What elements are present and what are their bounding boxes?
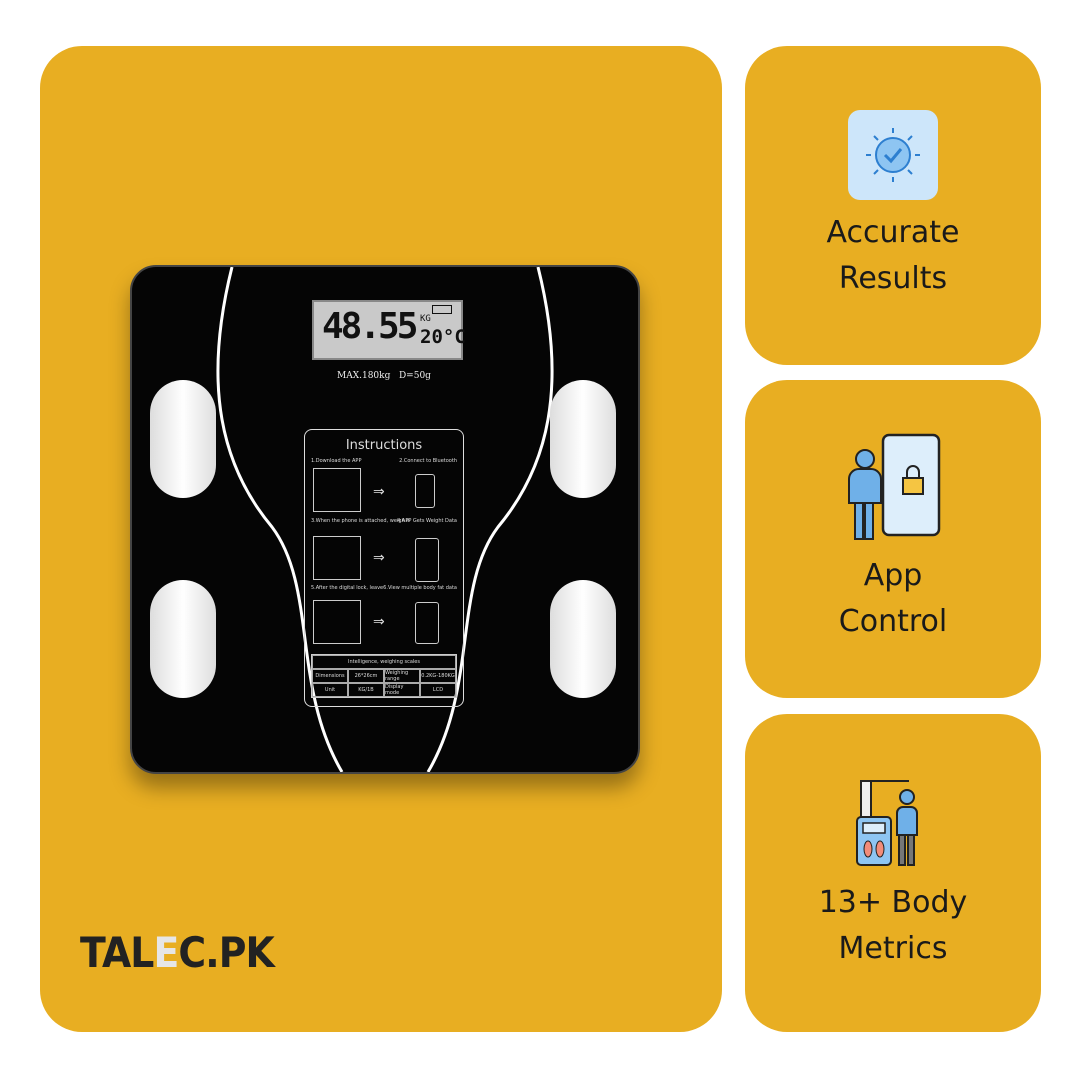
table-cell: LCD: [420, 683, 456, 697]
electrode-pad: [150, 380, 216, 498]
unit-label: KG: [420, 314, 431, 324]
step-text: 6.View multiple body fat data: [383, 585, 457, 591]
step-text: 3.When the phone is attached, weigh it: [311, 518, 410, 524]
body-metrics-icon: [856, 779, 918, 866]
instructions-title: Instructions: [345, 438, 423, 453]
table-cell: 26*26cm: [348, 669, 384, 683]
step-text: 5.After the digital lock, leave: [311, 585, 384, 591]
electrode-pad: [550, 580, 616, 698]
brand-logo: TALEC.PK: [80, 928, 275, 977]
temp-reading: 20°C: [420, 326, 466, 348]
step-text: 1.Download the APP: [311, 458, 362, 464]
electrode-pad: [150, 580, 216, 698]
table-cell: KG/1B: [348, 683, 384, 697]
smart-scale-image: 48.55 KG 20°C MAX.180kg D=50g Instructio…: [130, 265, 640, 774]
battery-icon: [432, 305, 452, 314]
app-lock-icon: [848, 433, 941, 540]
step-text: 2.Connect to Bluetooth: [399, 458, 457, 464]
table-header: Intelligence, weighing scales: [312, 655, 456, 669]
product-card: 48.55 KG 20°C MAX.180kg D=50g Instructio…: [40, 46, 722, 1032]
table-cell: Weighing range: [384, 669, 420, 683]
table-cell: Dimensions: [312, 669, 348, 683]
table-cell: 0.2KG-180KG: [420, 669, 456, 683]
table-cell: Display mode: [384, 683, 420, 697]
step-text: 4.APP Gets Weight Data: [397, 518, 457, 524]
instructions-panel: Instructions 1.Download the APP 2.Connect…: [304, 429, 464, 707]
lcd-display: 48.55 KG 20°C: [312, 300, 466, 360]
spec-table: Intelligence, weighing scales Dimensions…: [311, 654, 457, 698]
weight-reading: 48.55: [322, 306, 418, 347]
verified-badge-icon: [848, 109, 938, 200]
spec-line: MAX.180kg D=50g: [337, 371, 431, 381]
table-cell: Unit: [312, 683, 348, 697]
electrode-pad: [550, 380, 616, 498]
